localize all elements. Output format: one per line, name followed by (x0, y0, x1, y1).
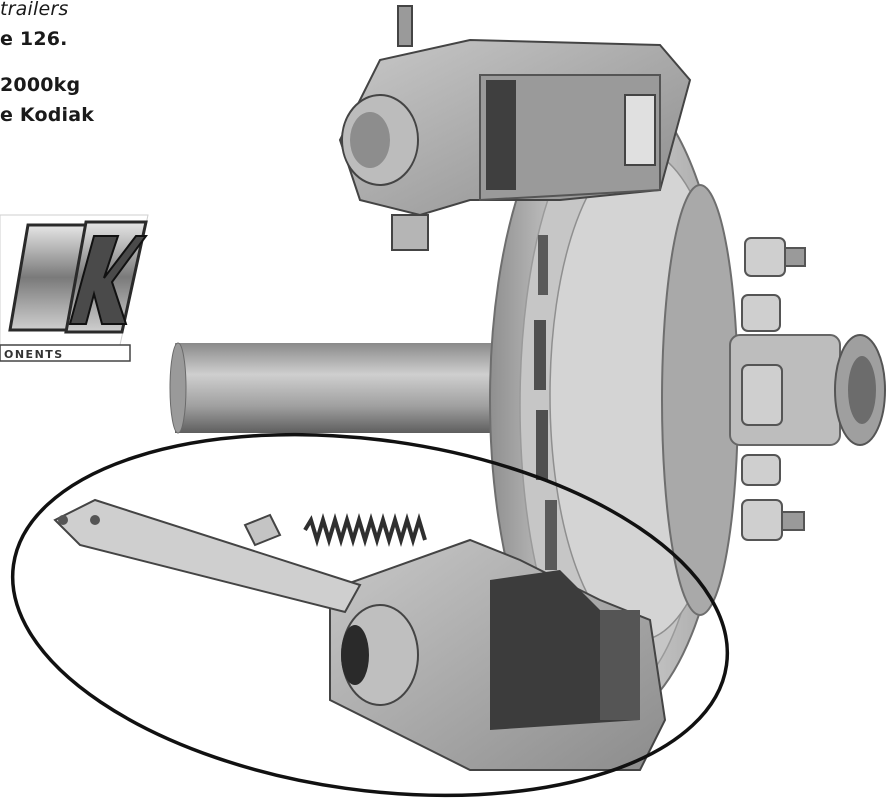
axle-shaft (169, 342, 535, 434)
wheel-hub (729, 237, 886, 541)
text-line-3: 2000kg (0, 74, 81, 96)
highlight-ellipse (10, 432, 730, 798)
text-line-4: e Kodiak (0, 104, 95, 126)
text-line-2: e 126. (0, 28, 68, 50)
text-line-1: trailers (0, 0, 69, 20)
brand-logo: ONENTS (0, 214, 149, 362)
lower-caliper (53, 498, 667, 771)
wheel-studs (741, 237, 806, 541)
upper-caliper (338, 5, 692, 251)
logo-tagline: ONENTS (4, 348, 64, 361)
return-spring (303, 513, 427, 547)
